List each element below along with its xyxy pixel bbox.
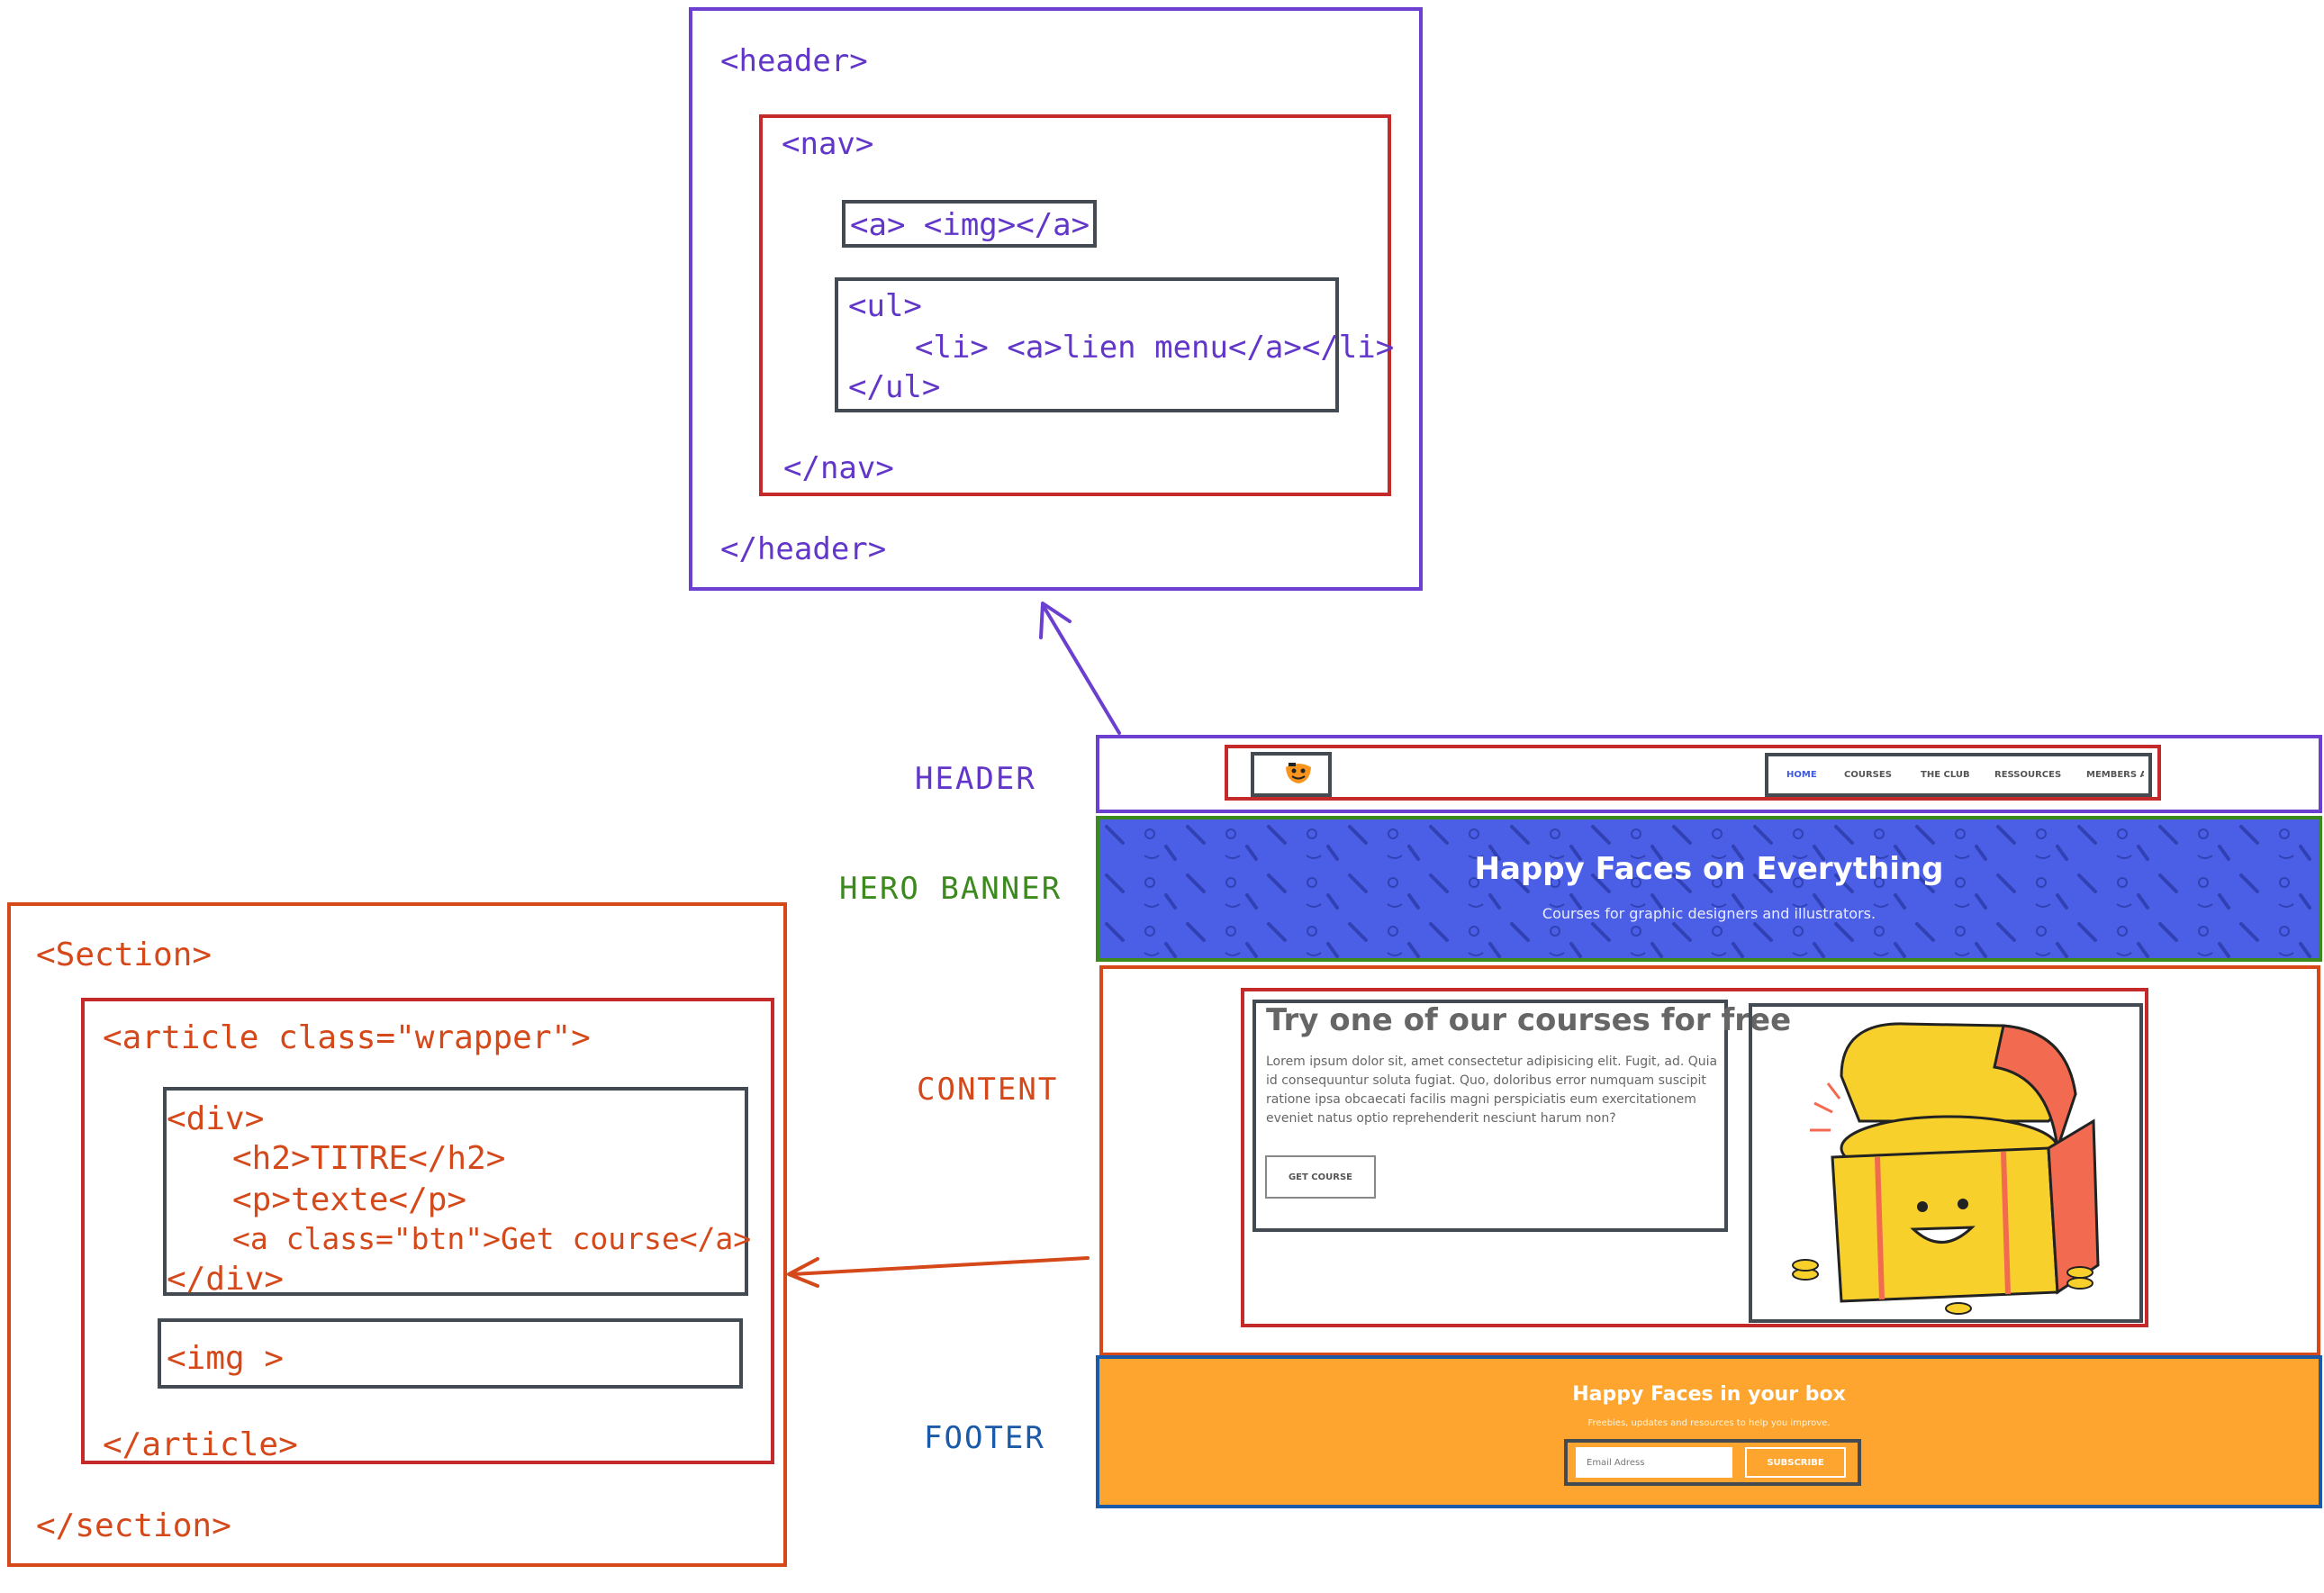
- code-line-nav-open: <nav>: [782, 126, 874, 162]
- code-line-p: <p>texte</p>: [232, 1181, 467, 1218]
- code-line-ul-close: </ul>: [848, 369, 941, 405]
- subscribe-button[interactable]: SUBSCRIBE: [1745, 1447, 1846, 1478]
- label-hero-banner: HERO BANNER: [839, 871, 1063, 907]
- img-annotation-box: [158, 1318, 743, 1389]
- content-paragraph: Lorem ipsum dolor sit, amet consectetur …: [1266, 1054, 1718, 1126]
- code-line-h2: <h2>TITRE</h2>: [232, 1140, 506, 1177]
- treasure-chest-illustration-icon: [1792, 1022, 2100, 1315]
- nav-link-the-club[interactable]: THE CLUB: [1921, 770, 1970, 780]
- code-line-header-open: <header>: [720, 43, 868, 79]
- code-line-div-open: <div>: [167, 1100, 265, 1137]
- happy-face-logo-icon: [1286, 763, 1311, 783]
- hero-title: Happy Faces on Everything: [1474, 851, 1944, 887]
- nav-annotation-frame: [759, 114, 1391, 496]
- content-title: Try one of our courses for free: [1266, 1002, 1792, 1038]
- code-line-img: <img >: [167, 1340, 285, 1377]
- code-line-li: <li> <a>lien menu</a></li>: [915, 330, 1395, 366]
- code-line-nav-close: </nav>: [783, 450, 894, 486]
- code-line-ul-open: <ul>: [848, 288, 922, 324]
- mockup-image-block: [1749, 1003, 2143, 1323]
- arrow-header-to-annotation: [1039, 602, 1121, 735]
- code-line-div-close: </div>: [167, 1261, 285, 1298]
- code-line-section-open: <Section>: [36, 937, 213, 973]
- nav-link-home[interactable]: HOME: [1786, 770, 1817, 780]
- code-line-article-open: <article class="wrapper">: [103, 1019, 591, 1056]
- mockup-hero-banner: [1096, 816, 2322, 962]
- div-annotation-box: [163, 1087, 748, 1296]
- logo-link-annotation-box: [842, 200, 1097, 248]
- mockup-text-block: [1252, 1000, 1728, 1232]
- mockup-content-section: [1099, 965, 2320, 1356]
- label-content: CONTENT: [917, 1072, 1059, 1108]
- code-line-header-close: </header>: [720, 531, 887, 567]
- hero-subtitle: Courses for graphic designers and illust…: [1542, 905, 1876, 922]
- menu-list-annotation-box: [835, 277, 1339, 412]
- hero-doodle-pattern: [1099, 819, 2319, 958]
- arrow-content-to-annotation: [787, 1256, 1090, 1288]
- section-annotation-frame: [7, 902, 787, 1567]
- mockup-header: [1096, 735, 2322, 813]
- nav-link-ressources[interactable]: RESSOURCES: [1994, 770, 2062, 780]
- nav-link-members-area[interactable]: MEMBERS AREA: [2086, 770, 2144, 780]
- mockup-menu-list: [1765, 753, 2152, 797]
- get-course-button[interactable]: GET COURSE: [1265, 1155, 1376, 1199]
- label-footer: FOOTER: [924, 1420, 1045, 1456]
- newsletter-form: [1564, 1439, 1861, 1486]
- mockup-article-wrapper: [1241, 988, 2148, 1327]
- nav-link-courses[interactable]: COURSES: [1844, 770, 1892, 780]
- mockup-nav: [1225, 745, 2161, 801]
- footer-title: Happy Faces in your box: [1572, 1383, 1846, 1406]
- email-input[interactable]: [1576, 1447, 1732, 1478]
- code-line-logo-link: <a> <img></a>: [850, 207, 1090, 243]
- label-header: HEADER: [915, 761, 1036, 797]
- article-annotation-frame: [81, 998, 774, 1464]
- code-line-btn: <a class="btn">Get course</a>: [232, 1221, 752, 1256]
- header-annotation-frame: [689, 7, 1423, 591]
- footer-subtitle: Freebies, updates and resources to help …: [1587, 1418, 1831, 1428]
- code-line-article-close: </article>: [103, 1426, 298, 1463]
- code-line-section-close: </section>: [36, 1507, 231, 1544]
